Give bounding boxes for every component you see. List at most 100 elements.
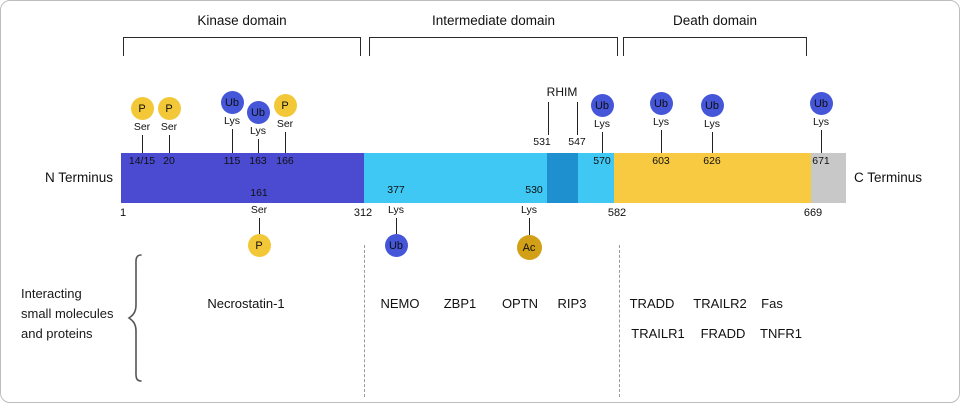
site-stem — [395, 218, 397, 234]
ubiquitin-icon: Ub — [700, 94, 724, 117]
interactors-heading: Interacting small molecules and proteins — [21, 284, 113, 344]
ubiquitin-icon: Ub — [590, 94, 614, 117]
phospho-icon: P — [130, 97, 154, 120]
kinase-intermediate-separator — [364, 245, 365, 397]
site-stem — [601, 132, 603, 153]
rhim-start-position: 531 — [533, 136, 551, 148]
acetyl-site: Lys Ac — [506, 203, 552, 260]
intermediate-end-position: 582 — [607, 207, 627, 219]
residue-position: 626 — [703, 155, 721, 167]
c-terminal-segment — [811, 153, 846, 203]
rhim-label: RHIM — [546, 85, 578, 99]
intermediate-death-separator — [619, 245, 620, 397]
residue-position: 163 — [249, 155, 267, 167]
ubiquitin-site: Ub Lys — [798, 92, 844, 153]
heading-line: small molecules — [21, 306, 114, 321]
mod-letter: Ub — [813, 97, 829, 110]
residue-position: 14/15 — [128, 155, 156, 167]
heading-line: Interacting — [21, 286, 82, 301]
ubiquitin-icon: Ub — [809, 92, 833, 115]
intermediate-domain-label: Intermediate domain — [431, 13, 556, 28]
mod-letter: Ac — [522, 241, 536, 254]
site-stem — [141, 135, 143, 153]
interactor-optn: OPTN — [501, 296, 539, 311]
mod-letter: Ub — [388, 239, 404, 252]
residue-label: Lys — [250, 125, 266, 137]
ubiquitin-site: Ub Lys — [638, 92, 684, 153]
residue-label: Lys — [388, 204, 404, 216]
phospho-site: P Ser — [262, 94, 308, 153]
interactor-zbp1: ZBP1 — [443, 296, 477, 311]
ubiquitin-site: Ub Lys — [579, 94, 625, 153]
interactor-tnfr1: TNFR1 — [760, 326, 802, 341]
curly-brace — [127, 254, 142, 382]
site-stem — [820, 130, 822, 153]
residue-label: Lys — [653, 116, 669, 128]
death-end-position: 669 — [803, 207, 823, 219]
death-domain-label: Death domain — [672, 13, 758, 28]
death-domain-bracket — [623, 37, 807, 56]
ubiquitin-site: Ub Lys — [235, 101, 281, 153]
ubiquitin-site: Ub Lys — [689, 94, 735, 153]
site-stem — [528, 218, 530, 235]
site-stem — [231, 129, 233, 153]
mod-letter: Ub — [653, 97, 669, 110]
site-stem — [168, 135, 170, 153]
interactor-tradd: TRADD — [629, 296, 675, 311]
mod-letter: Ub — [594, 99, 610, 112]
site-stem — [258, 218, 260, 234]
residue-label: Lys — [521, 204, 537, 216]
phospho-icon: P — [273, 94, 297, 117]
c-terminus-label: C Terminus — [854, 170, 923, 185]
residue-label: Ser — [276, 118, 294, 130]
kinase-domain-segment — [121, 153, 364, 203]
residue-position: 603 — [652, 155, 670, 167]
n-terminus-label: N Terminus — [44, 170, 113, 185]
residue-label: Ser — [160, 121, 178, 133]
residue-position: 671 — [812, 155, 830, 167]
residue-position: 161 — [250, 187, 268, 199]
phospho-icon: P — [247, 234, 271, 257]
rhim-tick-left — [548, 102, 549, 135]
mod-letter: P — [165, 102, 173, 115]
interactor-fradd: FRADD — [700, 326, 746, 341]
residue-label: Ser — [133, 121, 151, 133]
kinase-domain-label: Kinase domain — [197, 13, 287, 28]
heading-line: and proteins — [21, 326, 93, 341]
phospho-site: Ser P — [236, 203, 282, 257]
residue-position: 20 — [163, 155, 175, 167]
residue-label: Lys — [704, 118, 720, 130]
kinase-end-position: 312 — [353, 207, 373, 219]
residue-position: 115 — [223, 155, 241, 167]
phospho-icon: P — [157, 97, 181, 120]
ubiquitin-icon: Ub — [246, 101, 270, 124]
kinase-domain-bracket — [123, 37, 361, 56]
interactor-necrostatin1: Necrostatin-1 — [207, 296, 285, 311]
interactor-nemo: NEMO — [380, 296, 420, 311]
site-stem — [660, 130, 662, 153]
residue-label: Lys — [813, 116, 829, 128]
mod-letter: P — [281, 99, 289, 112]
residue-position: 166 — [276, 155, 294, 167]
intermediate-domain-bracket — [369, 37, 618, 56]
phospho-site: P Ser — [146, 97, 192, 153]
ubiquitin-icon: Ub — [220, 91, 244, 114]
acetyl-icon: Ac — [516, 235, 542, 260]
site-stem — [711, 132, 713, 153]
site-stem — [284, 132, 286, 153]
rhim-segment — [547, 153, 578, 203]
mod-letter: Ub — [224, 96, 240, 109]
interactor-rip3: RIP3 — [557, 296, 587, 311]
backbone-start-position: 1 — [119, 207, 127, 219]
mod-letter: P — [138, 102, 146, 115]
residue-position: 530 — [525, 184, 543, 196]
ubiquitin-icon: Ub — [384, 234, 408, 257]
rhim-end-position: 547 — [568, 136, 586, 148]
death-domain-segment — [614, 153, 811, 203]
interactor-trailr2: TRAILR2 — [693, 296, 747, 311]
residue-position: 570 — [593, 155, 611, 167]
residue-label: Lys — [224, 115, 240, 127]
interactor-trailr1: TRAILR1 — [631, 326, 685, 341]
mod-letter: P — [255, 239, 263, 252]
